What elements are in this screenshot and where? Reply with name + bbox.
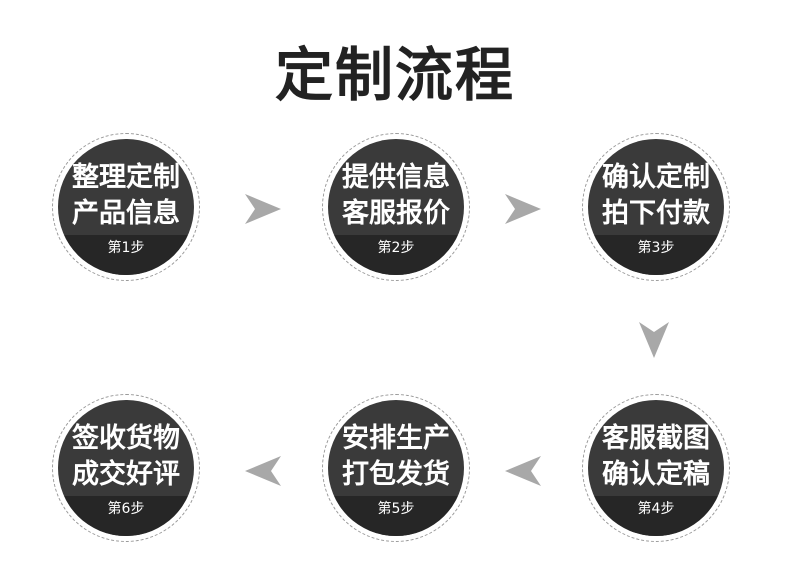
step-3-line-1: 确认定制 <box>602 162 710 193</box>
step-1-line-2: 产品信息 <box>72 198 180 229</box>
step-6-line-2: 成交好评 <box>72 459 180 490</box>
step-5-line-2: 打包发货 <box>342 459 450 490</box>
step-5-line-1: 安排生产 <box>342 423 450 454</box>
step-1-line-1: 整理定制 <box>72 162 180 193</box>
step-4: 客服截图 确认定稿 第4步 <box>582 394 730 542</box>
step-4-line-1: 客服截图 <box>602 423 710 454</box>
arrow-right-icon <box>245 194 281 224</box>
step-6-line-1: 签收货物 <box>72 423 180 454</box>
step-5-number: 第5步 <box>377 501 415 517</box>
step-4-line-2: 确认定稿 <box>602 459 710 490</box>
step-band <box>58 235 194 275</box>
arrow-right-icon <box>505 194 541 224</box>
arrow-left-icon <box>505 456 541 486</box>
step-band <box>588 496 724 536</box>
step-2-line-2: 客服报价 <box>342 198 450 229</box>
step-5: 安排生产 打包发货 第5步 <box>322 394 470 542</box>
step-circle: 客服截图 确认定稿 第4步 <box>588 400 724 536</box>
step-circle: 确认定制 拍下付款 第3步 <box>588 139 724 275</box>
step-1: 整理定制 产品信息 第1步 <box>52 133 200 281</box>
step-3: 确认定制 拍下付款 第3步 <box>582 133 730 281</box>
step-circle: 签收货物 成交好评 第6步 <box>58 400 194 536</box>
step-1-number: 第1步 <box>107 240 145 256</box>
step-band <box>328 235 464 275</box>
step-circle: 提供信息 客服报价 第2步 <box>328 139 464 275</box>
arrow-down-icon <box>639 322 669 358</box>
page-title: 定制流程 <box>274 41 515 109</box>
step-3-line-2: 拍下付款 <box>602 198 710 229</box>
step-6: 签收货物 成交好评 第6步 <box>52 394 200 542</box>
arrow-left-icon <box>245 456 281 486</box>
step-band <box>58 496 194 536</box>
step-circle: 整理定制 产品信息 第1步 <box>58 139 194 275</box>
step-6-number: 第6步 <box>107 501 145 517</box>
step-2-line-1: 提供信息 <box>342 162 450 193</box>
step-circle: 安排生产 打包发货 第5步 <box>328 400 464 536</box>
step-4-number: 第4步 <box>637 501 675 517</box>
step-band <box>588 235 724 275</box>
step-band <box>328 496 464 536</box>
step-2: 提供信息 客服报价 第2步 <box>322 133 470 281</box>
step-3-number: 第3步 <box>637 240 675 256</box>
step-2-number: 第2步 <box>377 240 415 256</box>
